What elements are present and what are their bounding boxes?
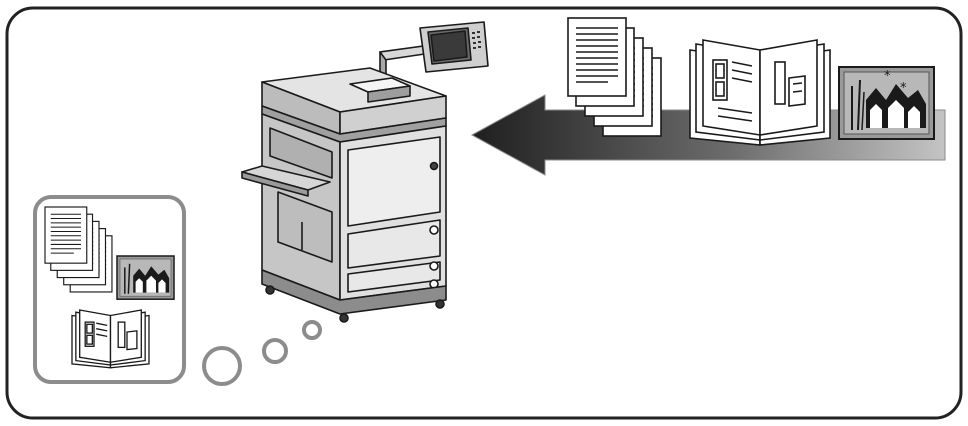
bubble-medium — [262, 338, 288, 364]
photo-icon: * * — [838, 66, 935, 140]
bubble-large — [202, 346, 242, 386]
svg-text:*: * — [900, 81, 907, 96]
stored-open-book-icon — [71, 309, 150, 369]
printer-icon — [241, 21, 489, 323]
memory-box — [33, 195, 186, 384]
bubble-small — [302, 320, 322, 340]
svg-text:*: * — [884, 69, 891, 84]
open-book-icon — [689, 39, 831, 146]
thought-bubbles — [202, 320, 322, 386]
stored-photo-icon — [116, 255, 175, 300]
